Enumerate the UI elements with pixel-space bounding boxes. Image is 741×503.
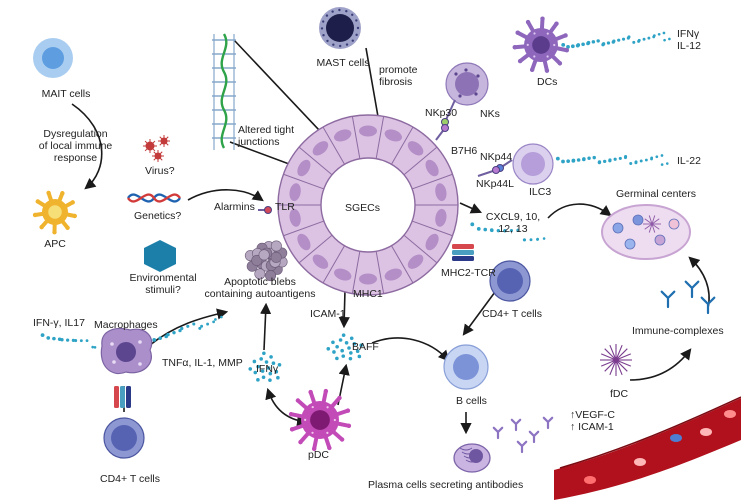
nkp44-receptor bbox=[496, 159, 513, 172]
dysregulation-label: Dysregulation of local immune response bbox=[38, 128, 113, 164]
plasma-cell bbox=[453, 443, 491, 473]
macrophage-to-blebs-arrow bbox=[149, 308, 229, 346]
fdc-to-immune-arrow bbox=[629, 348, 692, 381]
tlr-receptor bbox=[258, 206, 272, 214]
immune-to-germinal-arrow bbox=[688, 256, 710, 309]
genetics-label: Genetics? bbox=[134, 210, 182, 222]
immune-complexes-label: Immune-complexes bbox=[632, 325, 724, 337]
immune-complex-y-3 bbox=[700, 296, 716, 315]
nkp30-label: NKp30 bbox=[425, 107, 458, 119]
ifn-il12-dots bbox=[561, 31, 671, 49]
environment-hexagon bbox=[144, 240, 176, 272]
b-cell bbox=[443, 344, 489, 390]
vegf-icam-label: ↑VEGF-C ↑ ICAM-1 bbox=[570, 409, 615, 433]
cxcl-label: CXCL9, 10, 12, 13 bbox=[485, 211, 541, 235]
baff-to-bcells-arrow bbox=[371, 337, 450, 362]
tnfa-label: TNFα, IL-1, MMP bbox=[162, 357, 243, 369]
mast-to-sgecs-arrow bbox=[365, 47, 384, 131]
antibody-y-2 bbox=[510, 418, 522, 432]
ifn-gamma-il12-label: IFNγ IL-12 bbox=[677, 28, 701, 52]
pdc-cell bbox=[288, 388, 352, 452]
immune-complex-y-1 bbox=[660, 290, 676, 309]
germinal-center bbox=[601, 204, 691, 260]
environmental-label: Environmental stimuli? bbox=[129, 272, 197, 296]
macrophage-cell bbox=[100, 327, 153, 375]
mhc2-tcr-right bbox=[452, 244, 474, 261]
antibody-y-4 bbox=[516, 440, 528, 454]
virus-label: Virus? bbox=[145, 165, 175, 177]
shapes bbox=[32, 7, 741, 500]
fdc-cell bbox=[600, 344, 632, 376]
apoptotic-bleb-cluster bbox=[244, 240, 288, 282]
nkp44l-label: NKp44L bbox=[476, 178, 514, 190]
baff-cloud-dots bbox=[326, 333, 363, 361]
tnfa-dots bbox=[146, 315, 223, 342]
sgecs-label: SGECs bbox=[345, 202, 381, 214]
ifn-cloud-dots bbox=[248, 351, 282, 382]
icam-to-baff-arrow bbox=[338, 289, 350, 329]
cd4-t-cells-right-label: CD4+ T cells bbox=[482, 308, 543, 320]
cd4-t-cell-left bbox=[103, 417, 145, 459]
b-cells-label: B cells bbox=[456, 395, 487, 407]
stimuli-to-tlr-arrow bbox=[187, 189, 264, 202]
pdc-label: pDC bbox=[308, 449, 330, 461]
nkp44l-ligand bbox=[477, 166, 500, 177]
mhc1-label: MHC1 bbox=[353, 288, 383, 300]
macrophages-label: Macrophages bbox=[94, 319, 158, 331]
mhc2-to-bcells-arrow bbox=[462, 291, 496, 336]
nkp30-receptor bbox=[441, 99, 456, 126]
baff-label: BAFF bbox=[352, 341, 379, 353]
apc-cell bbox=[32, 190, 77, 235]
ifn-gamma-small-label: IFNγ bbox=[256, 363, 279, 375]
sgec-epithelial-ring bbox=[277, 114, 459, 296]
blood-vessel bbox=[554, 396, 741, 500]
immune-complex-y-2 bbox=[684, 280, 700, 299]
virus-icon bbox=[143, 135, 170, 162]
tight-junction-strands bbox=[212, 33, 236, 150]
antibody-y-1 bbox=[492, 426, 504, 440]
ifn-il17-dots bbox=[40, 333, 97, 349]
nk-cell bbox=[445, 62, 489, 106]
ilc3-label: ILC3 bbox=[529, 186, 552, 198]
mait-cells-label: MAIT cells bbox=[41, 88, 91, 100]
ilc3-cell bbox=[512, 143, 554, 185]
dc-cell bbox=[512, 16, 570, 73]
promote-fibrosis-label: promote fibrosis bbox=[379, 64, 418, 88]
nkp44-label: NKp44 bbox=[480, 151, 513, 163]
b7h6-label: B7H6 bbox=[451, 145, 478, 157]
mait-cell bbox=[33, 38, 73, 78]
apoptotic-blebs-label: Apoptotic blebs containing autoantigens bbox=[204, 276, 316, 300]
cxcl-dots bbox=[470, 222, 546, 242]
cxcl-to-germinal-arrow bbox=[547, 203, 612, 219]
mast-cell bbox=[319, 7, 361, 49]
apc-label: APC bbox=[44, 238, 66, 250]
b7h6-ligand bbox=[435, 124, 449, 141]
alarmins-label: Alarmins bbox=[214, 201, 255, 213]
altered-tight-junctions-label: Altered tight junctions bbox=[238, 124, 295, 148]
cd4-t-cell-right bbox=[489, 260, 531, 302]
il22-dots bbox=[555, 154, 669, 166]
mhc-tcr-left bbox=[114, 386, 131, 408]
mhc2-tcr-label: MHC2-TCR bbox=[441, 267, 496, 279]
tlr-label: TLR bbox=[275, 201, 295, 213]
sgecs-to-cxcl-arrow bbox=[459, 202, 483, 214]
mait-to-apc-arrow bbox=[71, 103, 103, 190]
ifn-il17-label: IFN-γ, IL17 bbox=[33, 317, 85, 329]
antibody-y-5 bbox=[542, 416, 554, 430]
cd4-t-cells-left-label: CD4+ T cells bbox=[100, 473, 161, 485]
antibody-y-3 bbox=[528, 430, 540, 444]
icam1-label: ICAM-1 bbox=[310, 308, 346, 320]
germinal-centers-label: Germinal centers bbox=[616, 188, 696, 200]
dna-icon bbox=[127, 193, 181, 203]
mast-cells-label: MAST cells bbox=[316, 57, 370, 69]
dcs-label: DCs bbox=[537, 76, 558, 88]
il22-label: IL-22 bbox=[677, 155, 701, 167]
nks-label: NKs bbox=[480, 108, 500, 120]
fdc-label: fDC bbox=[610, 388, 629, 400]
plasma-cells-label: Plasma cells secreting antibodies bbox=[368, 479, 524, 491]
ifn-to-blebs-arrow bbox=[260, 302, 272, 351]
